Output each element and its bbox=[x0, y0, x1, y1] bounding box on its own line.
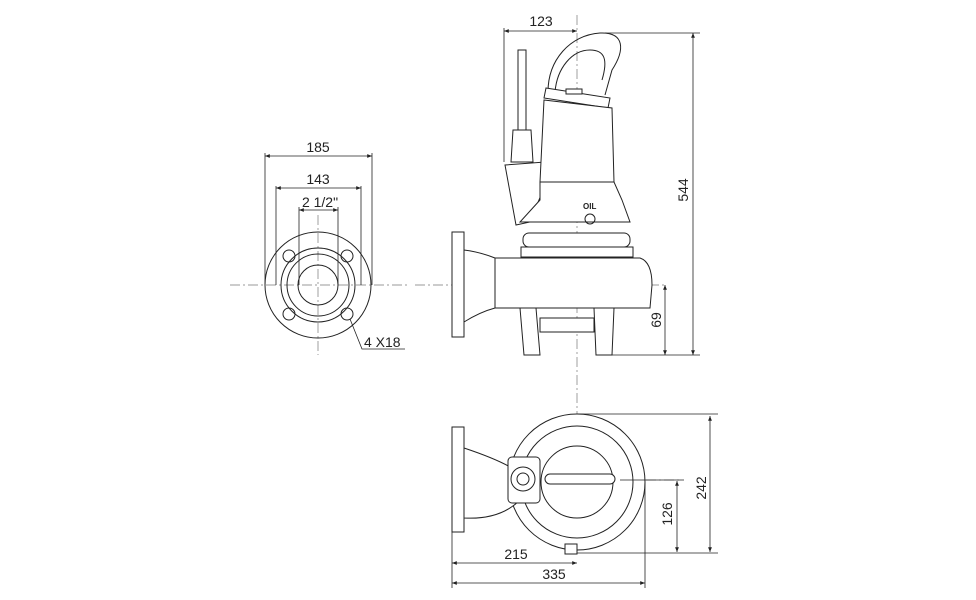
discharge-flange bbox=[451, 231, 465, 338]
foot-right bbox=[593, 307, 615, 356]
dim-outlet-to-center: 215 bbox=[504, 546, 528, 562]
dim-nominal-size: 2 1/2" bbox=[302, 194, 338, 210]
flange-raised-face bbox=[280, 247, 356, 323]
dim-bolt-holes: 4 X18 bbox=[364, 334, 401, 350]
outlet-tab bbox=[564, 543, 578, 555]
flange-view: 185 143 2 1/2" 4 X18 bbox=[230, 139, 410, 355]
inlet bbox=[539, 317, 595, 333]
dim-total-height: 544 bbox=[675, 178, 691, 202]
dim-flange-outer: 185 bbox=[306, 139, 330, 155]
dim-handle-offset: 123 bbox=[529, 13, 553, 29]
cable-entry-icon bbox=[516, 472, 530, 486]
cable-gland bbox=[510, 129, 534, 163]
top-view: 242 126 215 335 bbox=[451, 413, 718, 588]
side-view: OIL 123 544 69 bbox=[415, 13, 700, 415]
oil-plug-icon bbox=[584, 213, 596, 225]
top-discharge-flange bbox=[451, 426, 465, 533]
cable-bracket bbox=[504, 161, 549, 226]
handle-top bbox=[544, 473, 616, 485]
dim-bolt-circle: 143 bbox=[306, 171, 330, 187]
bolt-holes bbox=[282, 249, 354, 321]
dim-top-width: 242 bbox=[693, 476, 709, 500]
discharge-pipe bbox=[463, 249, 496, 323]
clamp-ring bbox=[522, 232, 631, 248]
oil-chamber bbox=[518, 181, 631, 223]
oil-label: OIL bbox=[583, 202, 596, 211]
dim-center-offset: 126 bbox=[659, 502, 675, 526]
dim-outlet-height: 69 bbox=[648, 312, 664, 328]
dim-total-length: 335 bbox=[542, 566, 566, 582]
lifting-handle bbox=[547, 32, 622, 96]
flange-inner-ring bbox=[286, 253, 350, 317]
foot-left bbox=[519, 307, 541, 356]
power-cable bbox=[517, 49, 527, 131]
volute-casing bbox=[494, 257, 653, 309]
cable-entry-box bbox=[507, 456, 541, 504]
volute-top bbox=[520, 246, 634, 258]
motor-housing bbox=[539, 99, 615, 183]
